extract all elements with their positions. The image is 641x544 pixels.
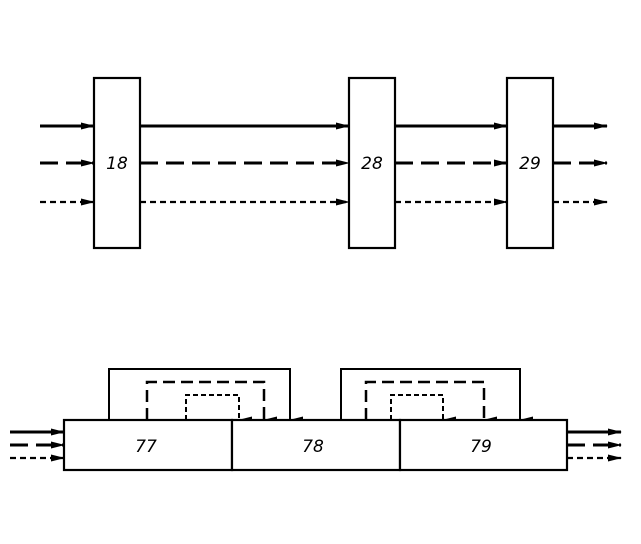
feedback-dashed-line <box>364 380 497 424</box>
feedback-group-1 <box>108 368 303 424</box>
feedback-solid-line <box>108 368 303 424</box>
feedback-group-2 <box>340 368 533 424</box>
feedback-dotted-line <box>185 394 252 424</box>
feedback-solid-line <box>340 368 533 424</box>
block-79: 79 <box>398 418 569 472</box>
block-28: 28 <box>347 76 397 250</box>
block-78: 78 <box>230 418 402 472</box>
block-label: 79 <box>470 437 492 457</box>
top-diagram: 18 28 29 <box>40 76 608 250</box>
block-18: 18 <box>92 76 142 250</box>
block-label: 29 <box>519 154 541 174</box>
feedback-dotted-line <box>390 394 456 424</box>
block-label: 28 <box>361 154 383 174</box>
block-label: 77 <box>135 437 157 457</box>
feedback-dashed-line <box>145 380 277 424</box>
block-77: 77 <box>62 418 234 472</box>
bottom-diagram: 77 78 79 <box>10 368 622 472</box>
block-29: 29 <box>505 76 555 250</box>
block-label: 78 <box>302 437 324 457</box>
block-label: 18 <box>106 154 128 174</box>
